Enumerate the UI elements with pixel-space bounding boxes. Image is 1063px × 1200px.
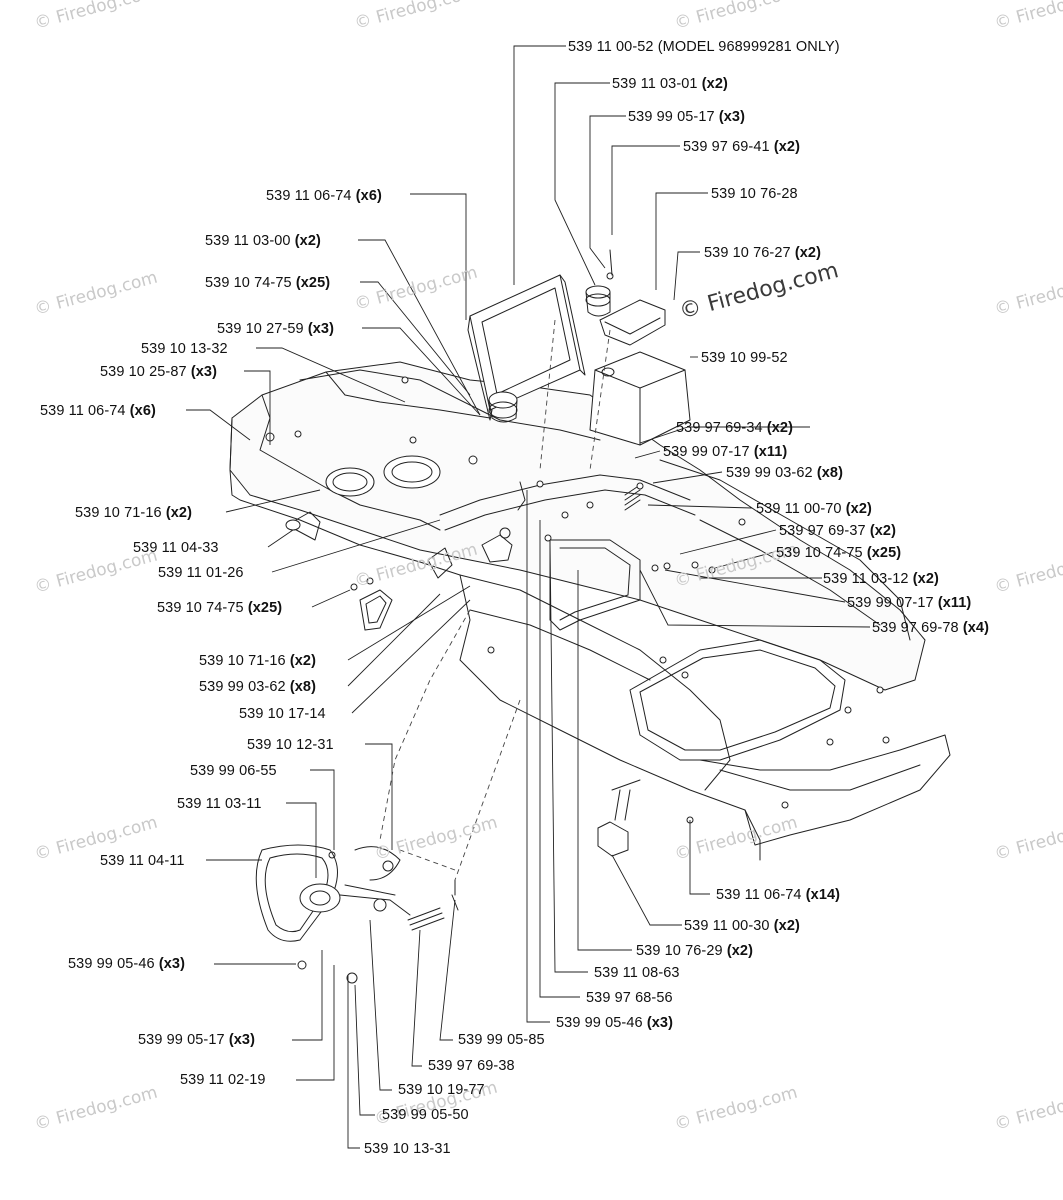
part-label: 539 11 06-74 (x14) — [716, 887, 841, 903]
part-label: 539 11 01-26 — [158, 565, 244, 581]
fuel-cap-plate — [285, 455, 453, 631]
part-label: 539 97 69-37 (x2) — [779, 523, 896, 539]
part-label: 539 11 04-11 — [100, 853, 185, 869]
part-label: 539 10 76-28 — [711, 186, 798, 202]
part-label: 539 10 13-32 — [141, 341, 228, 357]
part-label: 539 10 12-31 — [247, 737, 334, 753]
valve-assembly — [481, 481, 526, 563]
part-label: 539 11 00-30 (x2) — [684, 918, 800, 934]
part-label: 539 99 05-85 — [458, 1032, 545, 1048]
part-label: 539 99 05-17 (x3) — [628, 109, 745, 125]
part-label: 539 99 05-46 (x3) — [556, 1015, 673, 1031]
part-label: 539 97 69-38 — [428, 1058, 515, 1074]
part-label: 539 99 07-17 (x11) — [847, 595, 972, 611]
part-label: 539 97 69-78 (x4) — [872, 620, 989, 636]
part-label: 539 10 19-77 — [398, 1082, 485, 1098]
part-label: 539 11 04-33 — [133, 540, 219, 556]
switch-box — [589, 351, 691, 446]
part-label: 539 99 05-46 (x3) — [68, 956, 185, 972]
part-label: 539 10 27-59 (x3) — [217, 321, 334, 337]
part-label: 539 11 03-12 (x2) — [823, 571, 939, 587]
chassis-frame — [229, 361, 951, 861]
ignition-switch — [599, 249, 666, 346]
part-label: 539 99 06-55 — [190, 763, 277, 779]
part-label: 539 11 03-00 (x2) — [205, 233, 321, 249]
part-label: 539 11 00-70 (x2) — [756, 501, 872, 517]
part-label: 539 11 00-52 (MODEL 968999281 ONLY) — [568, 39, 840, 55]
part-label: 539 10 74-75 (x25) — [157, 600, 283, 616]
part-label: 539 11 03-11 — [177, 796, 262, 812]
part-label: 539 97 68-56 — [586, 990, 673, 1006]
bushing — [488, 285, 611, 423]
part-label: 539 10 71-16 (x2) — [199, 653, 316, 669]
part-label: 539 10 17-14 — [239, 706, 326, 722]
part-label: 539 97 69-34 (x2) — [676, 420, 793, 436]
part-label: 539 10 71-16 (x2) — [75, 505, 192, 521]
part-label: 539 10 25-87 (x3) — [100, 364, 217, 380]
bracket-foot — [597, 779, 641, 857]
spring — [407, 484, 641, 931]
part-label: 539 99 03-62 (x8) — [726, 465, 843, 481]
pedal-linkage — [255, 844, 459, 984]
part-label: 539 97 69-41 (x2) — [683, 139, 800, 155]
part-label: 539 11 06-74 (x6) — [266, 188, 382, 204]
part-label: 539 99 05-17 (x3) — [138, 1032, 255, 1048]
part-label: 539 10 99-52 — [701, 350, 788, 366]
hardware-dots — [265, 376, 890, 824]
part-label: 539 99 03-62 (x8) — [199, 679, 316, 695]
part-label: 539 11 06-74 (x6) — [40, 403, 156, 419]
part-label: 539 11 02-19 — [180, 1072, 266, 1088]
part-label: 539 11 08-63 — [594, 965, 680, 981]
part-label: 539 10 74-75 (x25) — [776, 545, 902, 561]
part-label: 539 11 03-01 (x2) — [612, 76, 728, 92]
part-label: 539 10 76-29 (x2) — [636, 943, 753, 959]
part-label: 539 10 13-31 — [364, 1141, 451, 1157]
part-label: 539 10 74-75 (x25) — [205, 275, 331, 291]
part-label: 539 10 76-27 (x2) — [704, 245, 821, 261]
part-label: 539 99 07-17 (x11) — [663, 444, 788, 460]
part-label: 539 99 05-50 — [382, 1107, 469, 1123]
